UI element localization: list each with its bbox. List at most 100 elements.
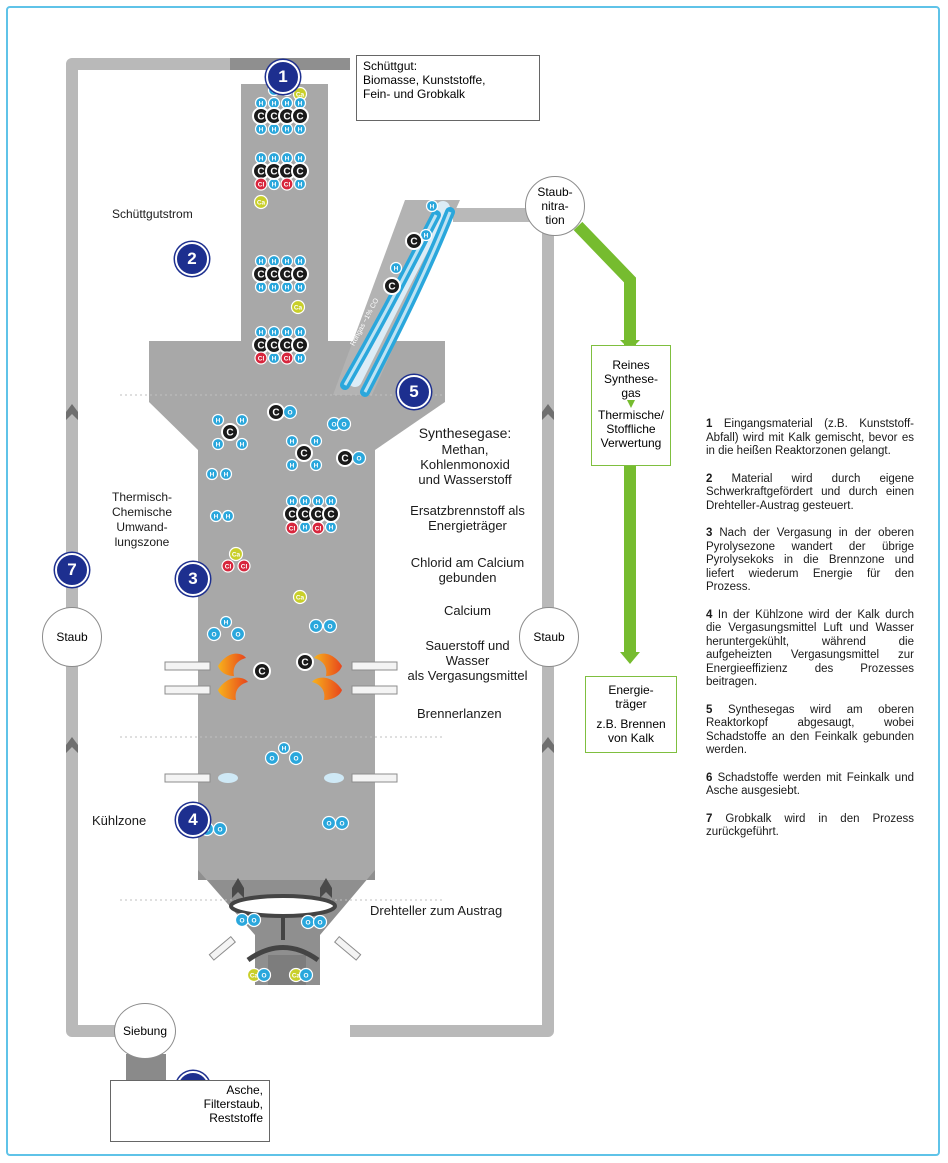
oxygen-atom-label: O: [239, 918, 244, 925]
calcium-atom-label: Ca: [232, 552, 241, 559]
carbon-atom-label: C: [296, 270, 303, 281]
hydrogen-atom-label: H: [298, 156, 303, 163]
ersatzbrennstoff-label: Ersatzbrennstoff als Energieträger: [390, 503, 545, 533]
hydrogen-atom: [219, 615, 233, 629]
chlorine-atom: [280, 351, 294, 365]
hydrogen-atom-label: H: [298, 259, 303, 266]
page-frame: [6, 6, 940, 1156]
carbon-atom-label: C: [288, 510, 295, 521]
carbon-atom-label: C: [301, 658, 308, 669]
oxygen-atom-label: O: [327, 624, 332, 631]
hydrogen-atom-label: H: [303, 499, 308, 506]
oxygen-atom: [212, 821, 228, 837]
drehteller-label: Drehteller zum Austrag: [370, 903, 503, 918]
hydrogen-atom-label: H: [210, 472, 215, 479]
oxygen-atom: [334, 815, 350, 831]
schuettgut-line-1: Schüttgut:: [363, 59, 418, 73]
carbon-atom-label: C: [283, 112, 290, 123]
hydrogen-atom-label: H: [285, 330, 290, 337]
hydrogen-atom: [219, 467, 233, 481]
hydrogen-atom: [235, 413, 249, 427]
hydrogen-atom-label: H: [290, 439, 295, 446]
sauerstoff-line-3: als Vergasungsmittel: [407, 668, 528, 683]
hydrogen-atom-label: H: [290, 463, 295, 470]
calcium-atom-label: Ca: [250, 973, 259, 980]
hydrogen-atom: [285, 458, 299, 472]
hydrogen-atom-label: H: [285, 156, 290, 163]
oxygen-atom-label: O: [317, 920, 322, 927]
chlorine-atom-label: Cl: [258, 182, 265, 189]
badge-4: 4: [176, 803, 210, 837]
hydrogen-atom: [389, 261, 403, 275]
cooling-arrows: [232, 878, 332, 898]
chlorine-atom-label: Cl: [284, 356, 291, 363]
brennen-line-2: von Kalk: [607, 731, 655, 745]
carbon-atom: [291, 162, 309, 180]
hydrogen-atom-label: H: [298, 182, 303, 189]
verwertung-line-2: Stoffliche: [606, 422, 656, 436]
loop-arrows: [66, 404, 554, 753]
hydrogen-atom-label: H: [259, 101, 264, 108]
synthesegase-line-3: Kohlenmonoxid: [420, 457, 510, 472]
oxygen-atom-label: O: [217, 827, 222, 834]
reines-line-2: Synthese-: [603, 372, 659, 386]
carbon-atom-label: C: [257, 112, 264, 123]
hydrogen-atom-label: H: [298, 285, 303, 292]
badge-5: 5: [397, 375, 431, 409]
hydrogen-atom-label: H: [226, 514, 231, 521]
oxygen-atom-label: O: [204, 827, 209, 834]
energietraeger-line-2: träger: [615, 697, 647, 711]
hydrogen-atom-label: H: [272, 127, 277, 134]
sauerstoff-line-2: Wasser: [445, 653, 490, 668]
hydrogen-atom-label: H: [298, 330, 303, 337]
chlorine-atom: [285, 521, 299, 535]
oxygen-atom-label: O: [313, 624, 318, 631]
carbon-atom-label: C: [257, 167, 264, 178]
zone-separators: [120, 394, 445, 901]
hydrogen-atom: [211, 437, 225, 451]
carbon-atom-label: C: [270, 167, 277, 178]
oxygen-atom-label: O: [261, 973, 266, 980]
carbon-atom-label: C: [283, 167, 290, 178]
oxygen-atom: [312, 914, 328, 930]
carbon-atom-label: C: [226, 428, 233, 439]
oxygen-atom: [282, 404, 298, 420]
carbon-atom-label: C: [296, 341, 303, 352]
synthesegase-line-4: und Wasserstoff: [418, 472, 512, 487]
flames: [218, 653, 342, 700]
oxygen-atom-label: O: [211, 632, 216, 639]
oxygen-atom-label: O: [293, 756, 298, 763]
sauerstoff-line-1: Sauerstoff und: [425, 638, 510, 653]
hydrogen-atom-label: H: [282, 746, 287, 753]
oxygen-atom: [264, 750, 280, 766]
calcium-atom: [292, 589, 308, 605]
chlorine-atom: [280, 177, 294, 191]
badge-2: 2: [175, 242, 209, 276]
hydrogen-atom-label: H: [303, 525, 308, 532]
thermisch-line-1: Thermisch-: [111, 490, 172, 504]
explanation-5: 5 Synthesegas wird am oberen Reaktorkopf…: [706, 703, 914, 757]
ersatzbrennstoff-line-1: Ersatzbrennstoff als: [410, 503, 525, 518]
chlorine-atom-label: Cl: [284, 182, 291, 189]
energietraeger-line-1: Energie-: [608, 683, 654, 697]
calcium-atom-label: Ca: [257, 200, 266, 207]
explanation-6: 6 Schadstoffe werden mit Feinkalk und As…: [706, 771, 914, 798]
oxygen-atom: [246, 912, 262, 928]
asche-line-1: Asche,: [226, 1083, 263, 1097]
asche-box: Asche, Filterstaub, Reststoffe: [110, 1080, 270, 1142]
hydrogen-atom-label: H: [314, 439, 319, 446]
badge-1: 1: [266, 60, 300, 94]
chlorine-atom-label: Cl: [315, 526, 322, 533]
oxygen-atom-label: O: [339, 821, 344, 828]
chlorid-line-1: Chlorid am Calcium: [410, 555, 525, 570]
hydrogen-atom: [309, 458, 323, 472]
hydrogen-atom: [205, 467, 219, 481]
synthesegas-box: Reines Synthese- gas Thermische/ Stoffli…: [591, 345, 671, 466]
carbon-atom-label: C: [283, 270, 290, 281]
hydrogen-atom: [425, 199, 439, 213]
hydrogen-atom-label: H: [272, 156, 277, 163]
hydrogen-atom-label: H: [259, 330, 264, 337]
oxygen-atom-label: O: [305, 920, 310, 927]
hydrogen-atom-label: H: [298, 356, 303, 363]
thermisch-line-2: Chemische: [111, 505, 173, 519]
